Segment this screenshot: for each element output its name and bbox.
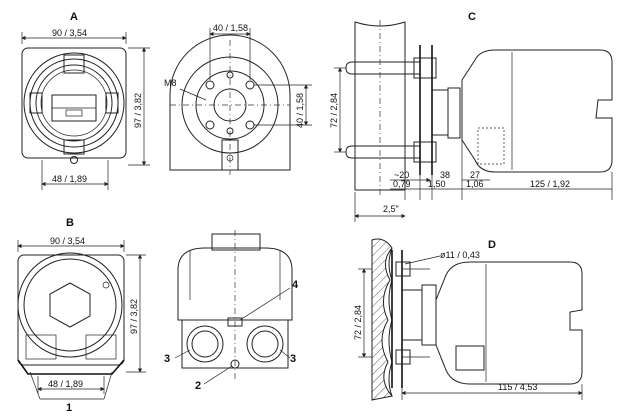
view-a-dim-height: 97 / 3,82 xyxy=(133,93,143,128)
view-a2-thread: M8 xyxy=(164,78,177,88)
view-a-outer-ring xyxy=(23,52,125,154)
view-d-wall-mount: D 72 / 2,84 ø11 / 0,43 115 / 4,53 xyxy=(353,238,583,401)
view-c-d20: ~20 xyxy=(394,170,409,180)
view-c-housing xyxy=(461,49,613,173)
view-b2-entry-right xyxy=(246,325,284,363)
view-b-dim-base: 48 / 1,89 xyxy=(48,379,83,389)
view-b-dim-height: 97 / 3,82 xyxy=(129,299,139,334)
view-b2-housing xyxy=(177,247,293,321)
view-a-front: A 90 / 3,54 97 / 3,82 48 / 1,89 xyxy=(21,11,150,190)
view-b2-callout-3a: 3 xyxy=(164,353,170,365)
view-b2-callout-4: 4 xyxy=(292,279,299,291)
view-a-lug-right xyxy=(105,92,119,114)
view-a-screw xyxy=(70,156,78,164)
view-d-housing xyxy=(435,261,583,385)
view-b-front: B 90 / 3,54 97 / 3,82 48 / 1,89 1 xyxy=(17,217,146,414)
view-d-dia: ø11 / 0,43 xyxy=(440,250,480,260)
view-c-d150: 1,50 xyxy=(428,179,446,189)
view-b-body xyxy=(17,254,125,366)
view-d-wall xyxy=(371,238,393,401)
view-b2-callout-2: 2 xyxy=(195,380,201,392)
view-c-bracket xyxy=(419,45,433,175)
view-a2-dim-top: 40 / 1,58 xyxy=(213,23,248,33)
view-c-d38: 38 xyxy=(440,170,450,180)
view-a2-dim-side: 40 / 1,58 xyxy=(295,93,305,128)
view-c-ubolt-bottom xyxy=(345,145,420,159)
view-d-label: D xyxy=(488,239,496,251)
view-a-lug-top xyxy=(63,54,85,74)
view-a-ring-3 xyxy=(35,64,113,142)
view-b-callout-1: 1 xyxy=(66,402,72,414)
view-b-dim-width: 90 / 3,54 xyxy=(50,236,85,246)
view-b2-entry-left xyxy=(186,325,224,363)
view-c-label: C xyxy=(468,11,476,23)
view-c-d27: 27 xyxy=(470,170,480,180)
view-a-label: A xyxy=(70,11,78,23)
view-c-pipe xyxy=(354,21,406,191)
view-d-dim-height: 72 / 2,84 xyxy=(353,305,363,340)
view-c-ubolt-top xyxy=(345,61,420,75)
view-c-d079: 0,79 xyxy=(393,179,411,189)
view-a-dim-base: 48 / 1,89 xyxy=(52,174,87,184)
view-c-pipe-mount: C 72 / 2,84 ~20 38 27 0,79 1,50 xyxy=(329,11,613,222)
view-c-d25: 2,5" xyxy=(383,204,399,214)
view-a-rear: 40 / 1,58 40 / 1,58 M8 xyxy=(164,23,312,175)
view-b-hex xyxy=(49,282,91,328)
view-a-lug-left xyxy=(29,92,43,114)
view-a-ring-4 xyxy=(40,69,108,137)
view-c-dim-height: 72 / 2,84 xyxy=(329,93,339,128)
view-b2-callout-3b: 3 xyxy=(290,353,296,365)
view-b2-side: 4 3 3 2 xyxy=(164,230,299,392)
view-d-bracket xyxy=(391,250,403,388)
view-a-ring-2 xyxy=(29,58,119,148)
view-a-body xyxy=(21,47,127,159)
view-d-dim-len: 115 / 4,53 xyxy=(498,382,537,392)
view-a-dim-width: 90 / 3,54 xyxy=(52,28,87,38)
view-c-d125: 125 / 1,92 xyxy=(530,179,570,189)
view-c-d106: 1,06 xyxy=(466,179,484,189)
view-b-label: B xyxy=(66,217,74,229)
